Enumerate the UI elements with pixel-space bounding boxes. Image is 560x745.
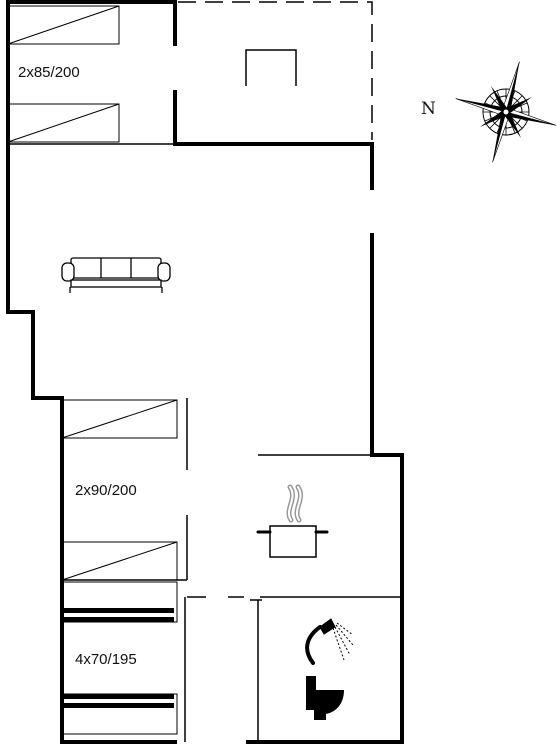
single-bed-icon — [61, 541, 178, 581]
shower-icon — [305, 618, 354, 665]
north-label: N — [421, 99, 436, 119]
single-bed-icon — [61, 399, 178, 439]
single-bed-icon — [7, 5, 120, 45]
bed-size-label: 4x70/195 — [75, 651, 137, 668]
sofa-icon — [61, 257, 171, 293]
cooking-pot-icon — [256, 484, 329, 558]
bunk-bed-icon — [61, 581, 178, 623]
exterior-walls — [6, 0, 404, 744]
single-bed-icon — [7, 103, 120, 143]
bed-size-label: 2x90/200 — [75, 482, 137, 499]
bed-size-label: 2x85/200 — [18, 64, 80, 81]
compass-rose-icon — [455, 61, 557, 163]
interior-walls — [8, 143, 402, 742]
fireplace-icon — [245, 49, 297, 86]
toilet-icon — [306, 676, 344, 720]
terrace-outline — [178, 1, 373, 140]
bunk-bed-icon — [61, 693, 178, 735]
